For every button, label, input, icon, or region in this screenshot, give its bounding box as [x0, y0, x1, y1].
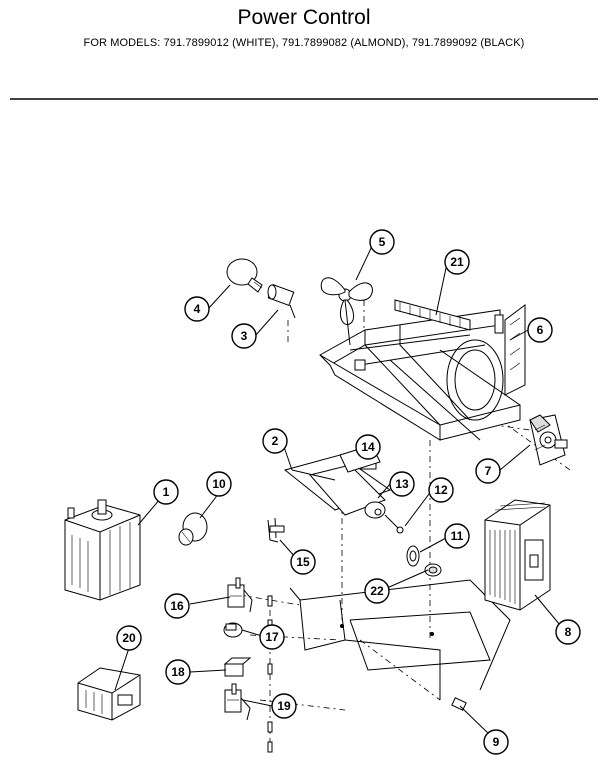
lamp-bulb [226, 258, 263, 293]
callout-1: 1 [153, 479, 179, 505]
callout-12: 12 [428, 477, 454, 503]
magnetron [64, 499, 141, 601]
interlock-switch-upper [227, 577, 253, 613]
lamp-socket [267, 284, 296, 319]
callout-17: 17 [259, 624, 285, 650]
chassis-frame [319, 299, 526, 441]
svg-text:21: 21 [450, 255, 464, 269]
svg-text:3: 3 [241, 329, 248, 343]
svg-text:5: 5 [379, 235, 386, 249]
monitor-switch [223, 622, 243, 638]
hv-fuse-assembly [406, 545, 442, 577]
svg-text:16: 16 [170, 599, 184, 613]
door-switch [223, 657, 252, 677]
callout-5: 5 [369, 229, 395, 255]
base-plate-outline [289, 579, 511, 700]
switch-slot-markers [267, 595, 273, 753]
callout-16: 16 [164, 593, 190, 619]
thermal-cutout [178, 512, 208, 546]
page-title: Power Control [237, 6, 371, 29]
hv-capacitor [283, 454, 392, 519]
interlock-switch-lower [224, 683, 251, 721]
svg-text:9: 9 [493, 735, 500, 749]
callout-19: 19 [271, 693, 297, 719]
callout-2: 2 [262, 428, 288, 454]
leader-lines [114, 241, 561, 736]
svg-text:8: 8 [565, 625, 572, 639]
control-panel-board [77, 667, 141, 721]
callout-9: 9 [483, 729, 509, 755]
svg-text:15: 15 [296, 555, 310, 569]
svg-text:13: 13 [395, 477, 409, 491]
callout-15: 15 [290, 549, 316, 575]
svg-text:19: 19 [277, 699, 291, 713]
callout-22: 22 [364, 578, 390, 604]
callout-10: 10 [206, 471, 232, 497]
callout-3: 3 [231, 323, 257, 349]
svg-text:1: 1 [163, 485, 170, 499]
callout-18: 18 [165, 659, 191, 685]
svg-text:10: 10 [212, 477, 226, 491]
fan-blade [320, 277, 373, 346]
models-subtitle: FOR MODELS: 791.7899012 (WHITE), 791.789… [83, 37, 525, 49]
svg-text:14: 14 [361, 440, 375, 454]
svg-text:12: 12 [434, 483, 448, 497]
callout-4: 4 [184, 296, 210, 322]
callout-20: 20 [116, 625, 142, 651]
power-connector [451, 697, 467, 711]
svg-text:20: 20 [122, 631, 136, 645]
svg-text:6: 6 [537, 323, 544, 337]
callout-8: 8 [555, 619, 581, 645]
svg-text:4: 4 [194, 302, 201, 316]
callout-21: 21 [444, 249, 470, 275]
callout-6: 6 [527, 317, 553, 343]
callout-11: 11 [444, 523, 470, 549]
svg-text:2: 2 [272, 434, 279, 448]
svg-text:7: 7 [485, 464, 492, 478]
hv-transformer [484, 499, 551, 611]
fuse-holder [267, 517, 285, 543]
svg-text:17: 17 [265, 630, 279, 644]
callout-14: 14 [355, 434, 381, 460]
svg-text:18: 18 [171, 665, 185, 679]
svg-text:11: 11 [451, 529, 464, 543]
fan-motor [529, 414, 568, 466]
callout-7: 7 [475, 458, 501, 484]
callout-13: 13 [389, 471, 415, 497]
svg-text:22: 22 [370, 584, 384, 598]
hv-diode [384, 514, 404, 534]
